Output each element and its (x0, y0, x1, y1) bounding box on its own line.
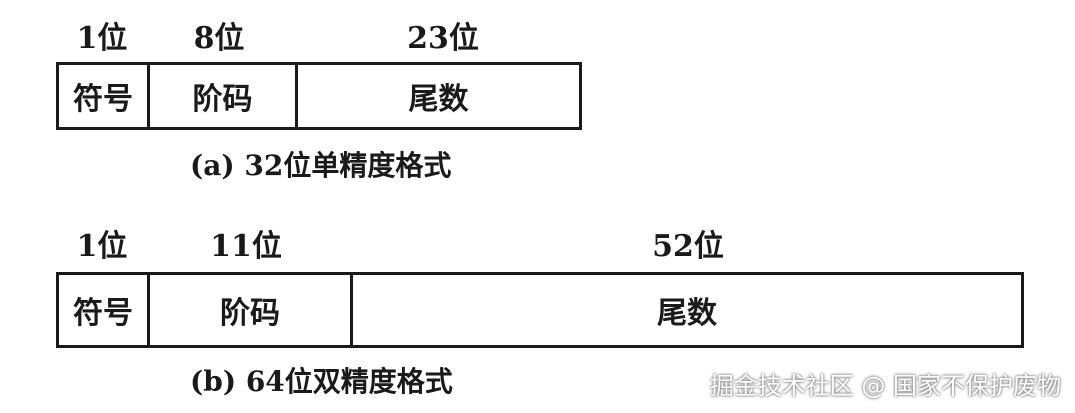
single-mantissa-bits-label: 23位 (407, 21, 479, 56)
single-mantissa-field: 尾数 (408, 82, 469, 117)
double-sign-field: 符号 (59, 275, 150, 345)
single-sign-field: 符号 (59, 65, 150, 127)
double-precision-bar: 符号 阶码 尾数 (56, 272, 1024, 348)
single-exponent-field: 阶码 (150, 65, 298, 127)
single-precision-bar: 符号 阶码 尾数 (56, 62, 582, 130)
double-exponent-bits-label: 11位 (210, 229, 282, 264)
single-exponent-bits-label: 8位 (193, 21, 245, 56)
watermark: 掘金技术社区 @ 国家不保护废物 (709, 372, 1061, 400)
double-mantissa-field: 尾数 (657, 296, 717, 331)
double-exponent-field: 阶码 (150, 275, 353, 345)
double-sign-bits-label: 1位 (76, 229, 128, 264)
double-mantissa-bits-label: 52位 (652, 229, 724, 264)
single-precision-caption: (a) 32位单精度格式 (190, 149, 452, 182)
single-sign-bits-label: 1位 (76, 21, 128, 56)
double-precision-caption: (b) 64位双精度格式 (190, 365, 453, 398)
